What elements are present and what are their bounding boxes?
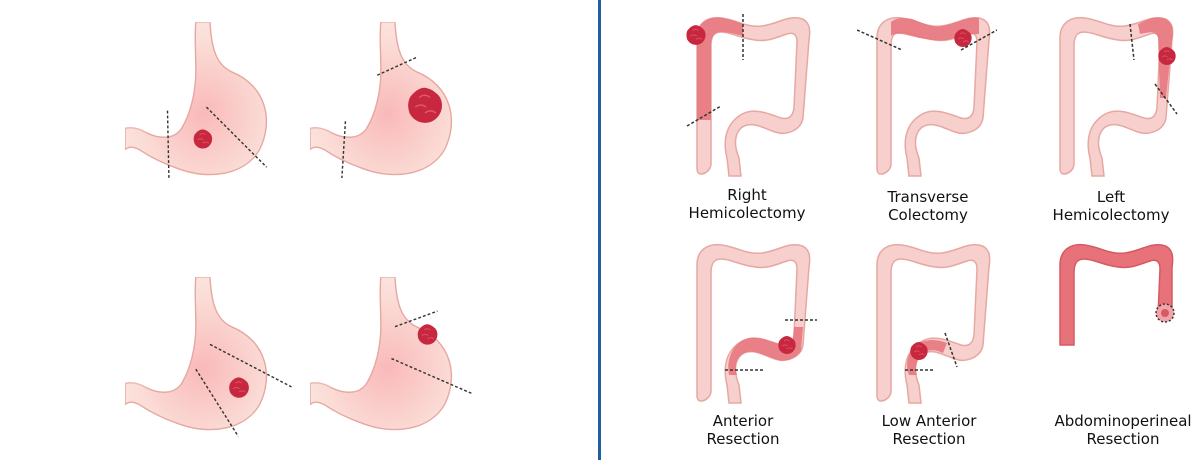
caption-low-anterior-resection: Low Anterior Resection <box>854 412 1004 448</box>
stomach-proximal-resection-figure <box>310 270 480 440</box>
caption-line1: Abdominoperineal <box>1054 412 1192 430</box>
caption-line2: Colectomy <box>888 206 968 224</box>
anterior-resection-figure <box>677 235 817 405</box>
caption-line2: Resection <box>706 430 780 448</box>
caption-line2: Hemicolectomy <box>688 204 806 222</box>
panel-divider <box>598 0 601 460</box>
stomach-subtotal-resection-figure <box>125 270 295 440</box>
stomach-distal-resection-figure <box>125 15 295 185</box>
caption-line1: Low Anterior <box>881 412 977 430</box>
left-hemicolectomy-figure <box>1040 8 1180 178</box>
caption-right-hemicolectomy: Right Hemicolectomy <box>672 186 822 222</box>
caption-left-hemicolectomy: Left Hemicolectomy <box>1036 188 1186 224</box>
caption-line2: Resection <box>1086 430 1160 448</box>
abdominoperineal-resection-figure <box>1040 235 1180 405</box>
caption-line1: Left <box>1096 188 1126 206</box>
caption-line2: Hemicolectomy <box>1052 206 1170 224</box>
transverse-colectomy-figure <box>857 8 997 178</box>
caption-abdominoperineal-resection: Abdominoperineal Resection <box>1047 412 1199 448</box>
caption-line1: Transverse <box>887 188 969 206</box>
caption-line1: Right <box>727 186 767 204</box>
caption-line1: Anterior <box>712 412 774 430</box>
stomach-resection-panel <box>0 0 598 460</box>
colon-resection-panel: Right Hemicolectomy Transverse Colectomy… <box>602 0 1200 460</box>
right-hemicolectomy-figure <box>677 8 817 178</box>
caption-transverse-colectomy: Transverse Colectomy <box>853 188 1003 224</box>
low-anterior-resection-figure <box>857 235 997 405</box>
caption-anterior-resection: Anterior Resection <box>668 412 818 448</box>
caption-line2: Resection <box>892 430 966 448</box>
stomach-total-resection-figure <box>310 15 480 185</box>
